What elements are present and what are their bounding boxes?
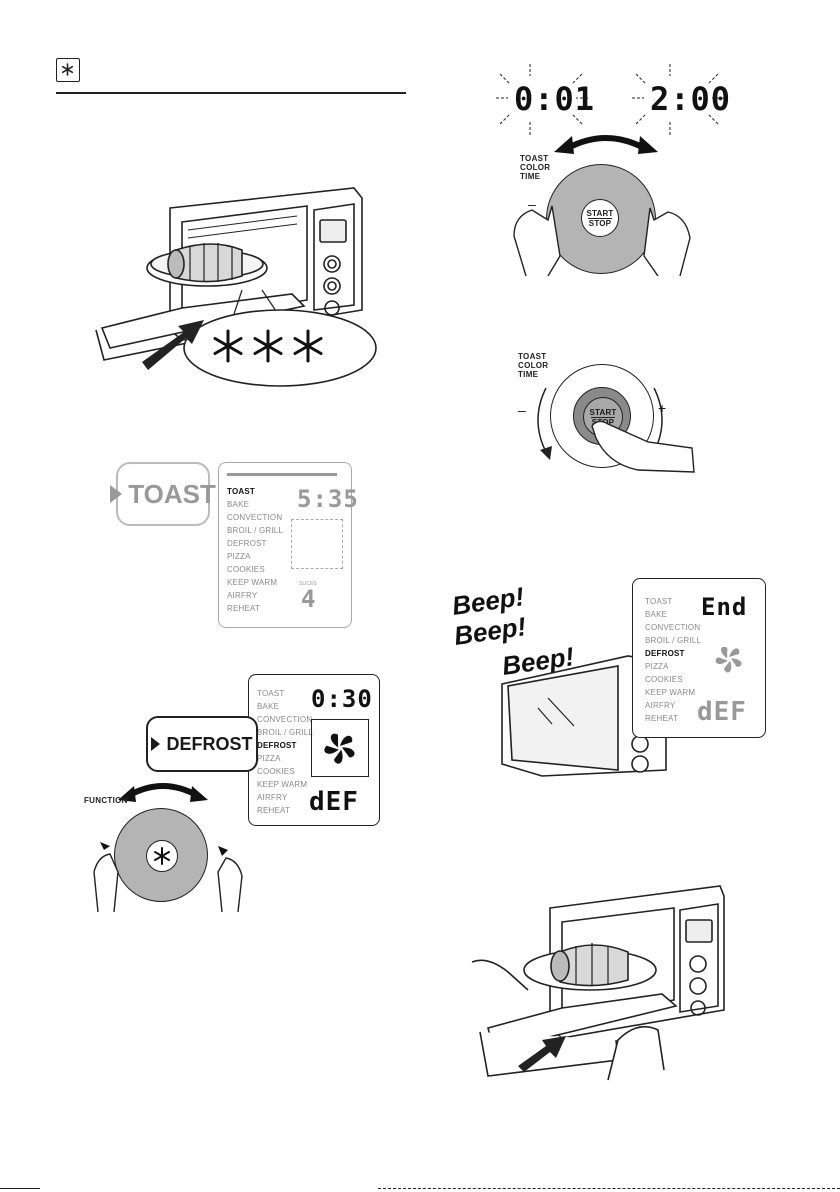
menu-item: KEEP WARM bbox=[227, 578, 278, 587]
oven-frozen-food-illustration bbox=[95, 187, 377, 387]
minus-sign: – bbox=[518, 402, 526, 418]
rotate-arrow-icon bbox=[118, 783, 208, 802]
mode-display: dEF bbox=[697, 697, 747, 727]
menu-item: REHEAT bbox=[645, 714, 679, 723]
fan-window bbox=[291, 519, 343, 569]
menu-item: PIZZA bbox=[227, 552, 251, 561]
oven-remove-food-illustration bbox=[471, 885, 725, 1081]
progress-bar bbox=[227, 473, 337, 482]
start-label: START bbox=[586, 208, 614, 218]
bottom-crop-mark bbox=[0, 1188, 40, 1189]
menu-item: REHEAT bbox=[227, 604, 261, 613]
defrost-callout: DEFROST bbox=[146, 716, 258, 772]
dial-label-line: TIME bbox=[518, 370, 539, 379]
time-dial-label: TOAST COLOR TIME bbox=[520, 154, 550, 181]
range-arrow-icon bbox=[554, 135, 658, 154]
menu-item: KEEP WARM bbox=[645, 688, 696, 697]
function-dial-label: FUNCTION bbox=[84, 796, 128, 805]
toast-callout-label: TOAST bbox=[128, 478, 216, 509]
defrost-callout-label: DEFROST bbox=[166, 733, 253, 754]
menu-item: BAKE bbox=[257, 702, 280, 711]
fan-window bbox=[311, 719, 369, 777]
menu-item: COOKIES bbox=[227, 565, 265, 574]
menu-item: REHEAT bbox=[257, 806, 291, 815]
hands-turning-dial-illustration bbox=[513, 205, 691, 276]
menu-item: DEFROST bbox=[645, 649, 685, 658]
fan-icon bbox=[715, 646, 742, 673]
hands-on-dial-illustration bbox=[93, 842, 243, 912]
menu-item: KEEP WARM bbox=[257, 780, 308, 789]
time-display: End bbox=[701, 593, 748, 621]
slices-label: SLICES bbox=[299, 581, 317, 587]
press-dial-label: TOAST COLOR TIME bbox=[518, 352, 548, 379]
time-display: 0:30 bbox=[311, 685, 373, 713]
snowflake-icon bbox=[154, 847, 170, 865]
start-label: START bbox=[589, 407, 617, 417]
time-display: 5:35 bbox=[297, 485, 359, 513]
menu-item: BROIL / GRILL bbox=[257, 728, 314, 737]
button-divider bbox=[588, 217, 612, 219]
menu-item: PIZZA bbox=[257, 754, 281, 763]
triangle-pointer-icon bbox=[110, 485, 123, 503]
header-rule bbox=[56, 92, 406, 94]
menu-item: BAKE bbox=[645, 610, 668, 619]
control-panel-defrost: TOAST BAKE CONVECTION BROIL / GRILL DEFROST P… bbox=[248, 674, 380, 826]
time-max-display: 2:00 bbox=[650, 80, 732, 118]
menu-item: TOAST bbox=[257, 689, 285, 698]
menu-item: CONVECTION bbox=[645, 623, 701, 632]
menu-list: TOAST BAKE CONVECTION BROIL / GRILL DEFROST P… bbox=[645, 595, 701, 725]
plus-sign: + bbox=[658, 400, 667, 416]
slices-value: 4 bbox=[301, 585, 317, 613]
mode-display: dEF bbox=[309, 787, 359, 817]
section-header bbox=[56, 58, 406, 98]
stop-label: STOP bbox=[588, 218, 612, 228]
function-dial-center bbox=[146, 840, 178, 872]
menu-item: AIRFRY bbox=[645, 701, 676, 710]
menu-item: AIRFRY bbox=[257, 793, 288, 802]
menu-list: TOAST BAKE CONVECTION BROIL / GRILL DEFROST P… bbox=[257, 687, 313, 817]
dial-label-line: TOAST bbox=[518, 352, 547, 361]
menu-item: BROIL / GRILL bbox=[227, 526, 284, 535]
snowflake-icon bbox=[56, 58, 80, 82]
menu-item: BAKE bbox=[227, 500, 250, 509]
minus-sign: – bbox=[528, 196, 536, 212]
menu-item: DEFROST bbox=[227, 539, 267, 548]
function-dial[interactable] bbox=[114, 808, 208, 902]
dial-label-line: COLOR bbox=[520, 163, 551, 172]
button-divider bbox=[591, 416, 615, 418]
menu-item: TOAST bbox=[645, 597, 673, 606]
menu-item: COOKIES bbox=[257, 767, 295, 776]
menu-item: CONVECTION bbox=[257, 715, 313, 724]
flashing-rays-icon bbox=[496, 64, 724, 136]
start-stop-button[interactable]: START STOP bbox=[581, 199, 619, 237]
finger-pressing-illustration bbox=[591, 420, 695, 473]
bottom-crop-mark bbox=[378, 1188, 840, 1190]
toast-callout: TOAST bbox=[110, 462, 216, 526]
menu-item: AIRFRY bbox=[227, 591, 258, 600]
menu-item: BROIL / GRILL bbox=[645, 636, 702, 645]
menu-item: CONVECTION bbox=[227, 513, 283, 522]
menu-item: PIZZA bbox=[645, 662, 669, 671]
dial-label-line: COLOR bbox=[518, 361, 549, 370]
triangle-pointer-icon bbox=[151, 737, 161, 751]
dial-label-line: TOAST bbox=[520, 154, 549, 163]
time-min-display: 0:01 bbox=[514, 80, 596, 118]
menu-item: DEFROST bbox=[257, 741, 297, 750]
dial-label-line: TIME bbox=[520, 172, 541, 181]
fan-icon bbox=[324, 733, 355, 764]
time-dial[interactable]: START STOP bbox=[546, 164, 656, 274]
control-panel-end: TOAST BAKE CONVECTION BROIL / GRILL DEFROST P… bbox=[632, 578, 766, 738]
menu-item: COOKIES bbox=[645, 675, 683, 684]
menu-list: TOAST BAKE CONVECTION BROIL / GRILL DEFROST P… bbox=[227, 485, 283, 615]
control-panel-toast: TOAST BAKE CONVECTION BROIL / GRILL DEFROST P… bbox=[218, 462, 358, 628]
menu-item: TOAST bbox=[227, 487, 255, 496]
